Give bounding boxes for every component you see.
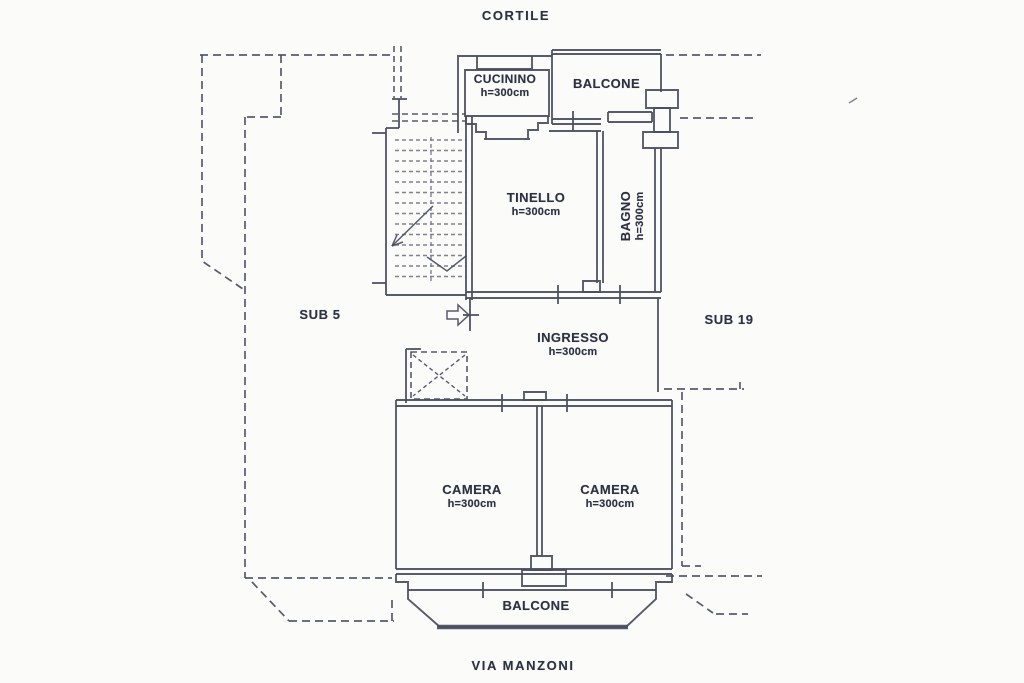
room-height: h=300cm (511, 206, 561, 219)
neighbor-boundary-left (200, 54, 394, 622)
stair-landing-lines (392, 113, 466, 122)
room-label-balcone-top: BALCONE (552, 76, 661, 92)
elevator-shaft (410, 351, 468, 400)
bagno-window (607, 111, 653, 123)
room-label-camera-left: CAMERA h=300cm (406, 482, 538, 512)
scan-mark (848, 97, 858, 104)
entrance-arrow-icon (446, 303, 471, 327)
site-label-via-manzoni: VIA MANZONI (471, 658, 575, 673)
room-label-ingresso: INGRESSO h=300cm (500, 330, 646, 360)
unit-label-sub-19: SUB 19 (704, 312, 754, 327)
room-name: TINELLO (506, 190, 566, 205)
cucinino-walls (457, 55, 552, 140)
room-label-cucinino: CUCININO h=300cm (459, 72, 551, 101)
unit-label-sub-5: SUB 5 (299, 307, 341, 322)
room-name: BALCONE (572, 76, 641, 91)
room-height: h=300cm (447, 498, 497, 511)
room-height: h=300cm (480, 87, 530, 99)
chimney-pier (642, 89, 679, 149)
exterior-and-interior-walls (372, 98, 673, 587)
room-name: BAGNO (617, 190, 633, 242)
room-label-tinello: TINELLO h=300cm (474, 190, 598, 220)
room-name: INGRESSO (537, 330, 609, 345)
upper-balcony-walls (549, 49, 662, 132)
elevator-cross (412, 354, 466, 397)
room-label-camera-right: CAMERA h=300cm (544, 482, 676, 512)
site-label-cortile: CORTILE (481, 8, 551, 23)
room-height: h=300cm (585, 498, 635, 511)
stair-direction-arrow (391, 205, 467, 272)
neighbor-boundary-left-upper (393, 46, 402, 98)
room-name: CAMERA (442, 482, 502, 497)
room-label-bagno: BAGNO h=300cm (604, 168, 662, 264)
room-name: BALCONE (502, 598, 570, 613)
room-label-balcone-bottom: BALCONE (470, 598, 602, 614)
neighbor-boundary-right (664, 54, 762, 615)
room-height: h=300cm (548, 346, 598, 359)
room-name: CAMERA (580, 482, 640, 497)
room-height: h=300cm (634, 191, 647, 241)
room-name: CUCININO (473, 72, 537, 86)
